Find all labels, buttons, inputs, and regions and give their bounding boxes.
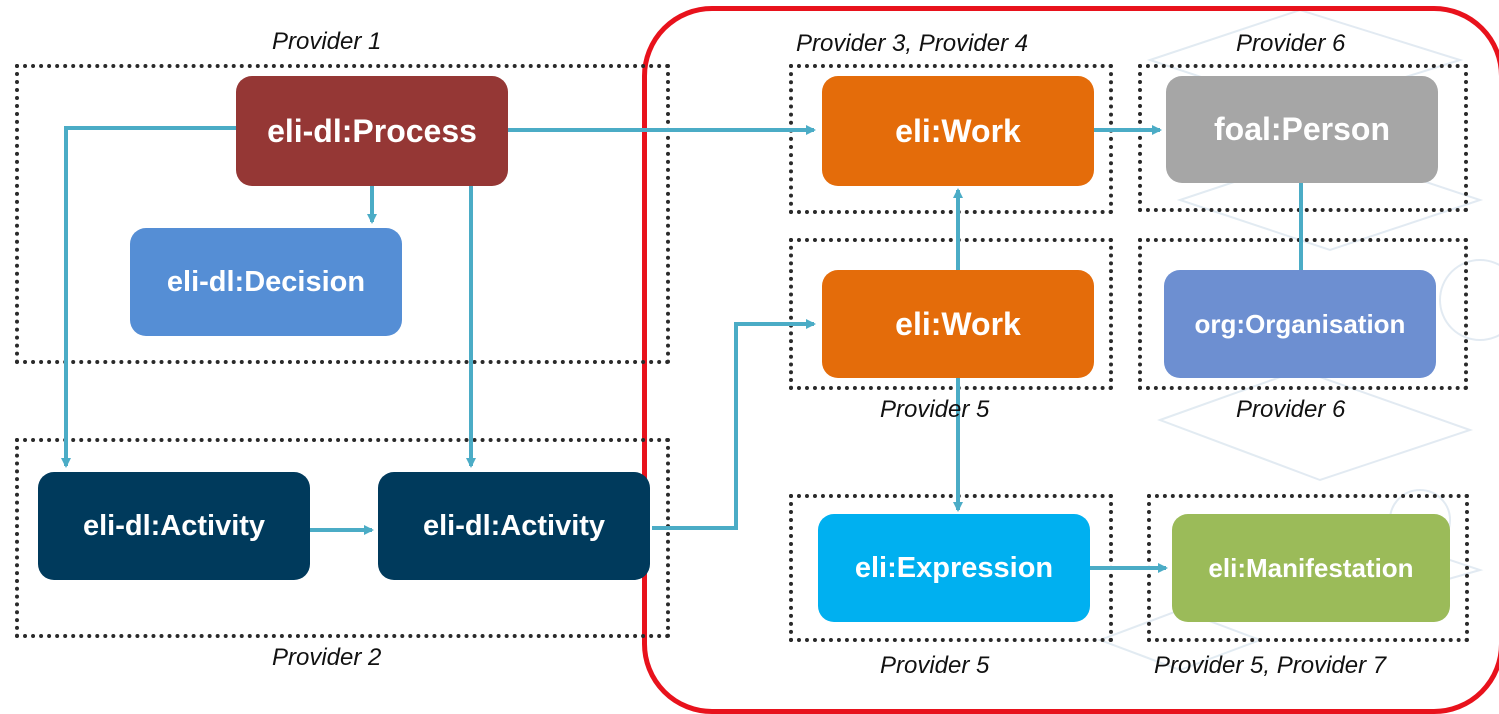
node-activity-left-label: eli-dl:Activity [82,509,266,542]
provider-label-person: Provider 6 [1236,30,1346,57]
node-activity-right-label: eli-dl:Activity [422,509,606,542]
node-work-top-label: eli:Work [895,112,1021,149]
group-provider-2 [15,438,670,638]
group-work-middle [789,238,1113,390]
node-decision-label: eli-dl:Decision [166,265,366,298]
provider-label-organisation: Provider 6 [1236,396,1346,423]
node-organisation-label: org:Organisation [1194,308,1406,339]
node-activity-right: eli-dl:Activity [378,472,650,580]
node-manifestation: eli:Manifestation [1172,514,1450,622]
node-expression: eli:Expression [818,514,1090,622]
node-decision: eli-dl:Decision [130,228,402,336]
provider-label-work-top: Provider 3, Provider 4 [796,30,1029,57]
provider-label-activity: Provider 2 [272,644,382,671]
node-activity-left: eli-dl:Activity [38,472,310,580]
node-expression-label: eli:Expression [854,551,1054,584]
edge-process-activity-left [61,126,236,468]
node-work-middle-label: eli:Work [895,305,1021,342]
group-provider-1 [15,64,670,364]
node-person: foal:Person [1166,76,1438,183]
node-work-middle: eli:Work [822,270,1094,378]
node-work-top: eli:Work [822,76,1094,186]
provider-label-work-middle: Provider 5 [880,396,990,423]
node-process: eli-dl:Process [236,76,508,186]
provider-label-manifestation: Provider 5, Provider 7 [1154,652,1387,679]
node-organisation: org:Organisation [1164,270,1436,378]
edge-activity-work-middle [652,319,816,530]
group-work-top [789,64,1113,214]
provider-label-expression: Provider 5 [880,652,990,679]
node-process-label: eli-dl:Process [267,112,477,149]
node-person-label: foal:Person [1213,111,1391,147]
provider-label-process: Provider 1 [272,28,382,55]
node-manifestation-label: eli:Manifestation [1208,552,1414,583]
